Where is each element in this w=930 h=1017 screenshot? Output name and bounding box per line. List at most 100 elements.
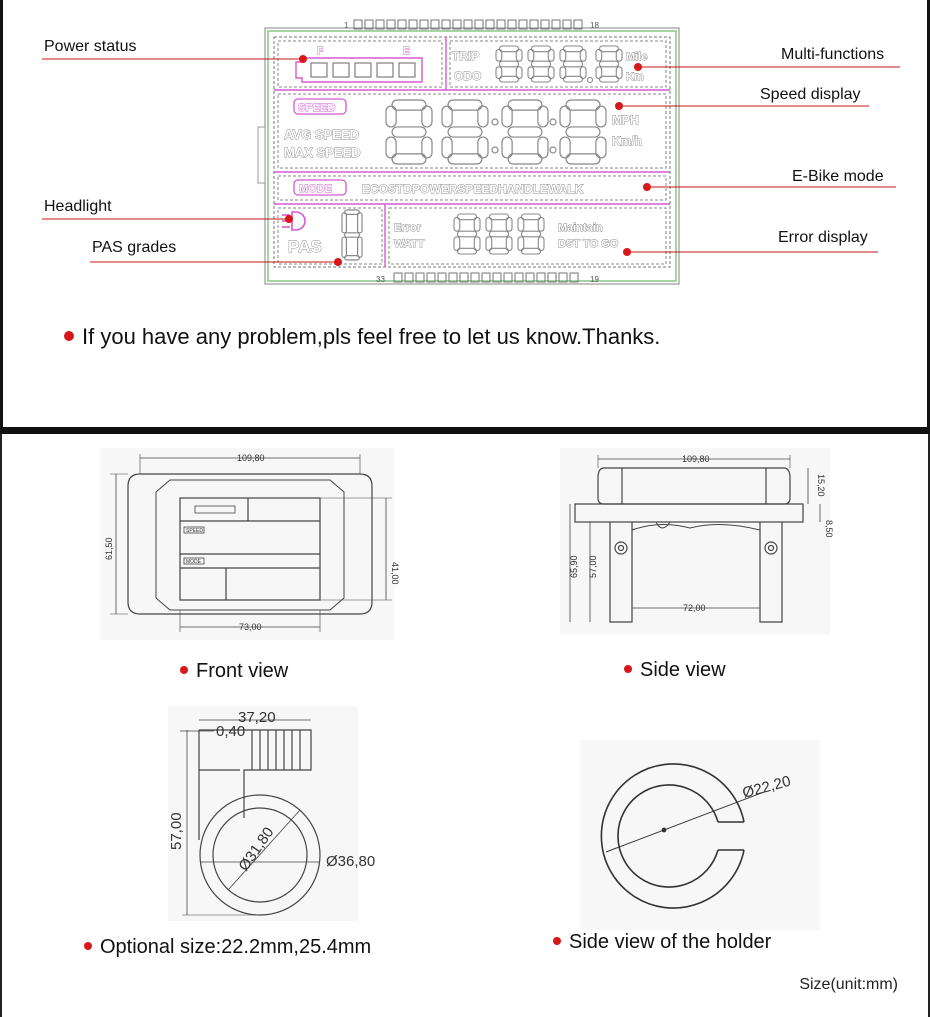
- speed-digit-segment: [565, 99, 601, 111]
- mode-badge-label: MODE: [299, 183, 332, 195]
- callout-multi-functions: Multi-functions: [781, 46, 885, 63]
- multi-digit-segment: [547, 66, 555, 80]
- lcd-dashed-frame: [273, 36, 671, 268]
- caption-side-view-text: Side view: [640, 659, 726, 681]
- callout-dots: [285, 55, 651, 266]
- error-digit-segment: [520, 213, 542, 221]
- front-mode-tag: MODE: [186, 559, 202, 565]
- speed-digit-segment: [559, 105, 571, 128]
- speed-digit-segment: [559, 136, 571, 159]
- watt-label: WATT: [394, 238, 425, 250]
- speed-digit-segment: [391, 153, 427, 165]
- speed-digit-segment: [477, 136, 489, 159]
- multi-digit-segment: [562, 45, 584, 53]
- callout-ebike-mode: E-Bike mode: [792, 168, 884, 185]
- front-view-drawing: [100, 448, 394, 640]
- caption-side-view: Side view: [624, 658, 726, 682]
- pas-digit-segment: [344, 232, 360, 238]
- speed-digit-segment: [507, 126, 543, 138]
- contact-note-text: If you have any problem,pls feel free to…: [82, 324, 661, 349]
- multi-digit-segment: [547, 48, 555, 62]
- speed-badge-label: SPEED: [298, 102, 335, 114]
- speed-digit-segment: [385, 105, 397, 128]
- speed-digit-segment: [501, 105, 513, 128]
- holder-width-dim: 37,20: [238, 709, 276, 726]
- error-digit-segment: [473, 216, 481, 232]
- pas-digit-segment: [357, 236, 363, 258]
- speed-digit-segment: [385, 136, 397, 159]
- speed-digit-segment: [501, 136, 513, 159]
- multi-digit-segment: [595, 66, 603, 80]
- multi-digit-segment: [579, 48, 587, 62]
- speed-digit-segment: [537, 136, 549, 159]
- bullet-icon: [84, 941, 92, 950]
- holder-outer-dia-dim: Ø36,80: [326, 853, 375, 870]
- side-view-drawing: [560, 448, 830, 634]
- caption-optional-size-text: Optional size:22.2mm,25.4mm: [100, 936, 372, 958]
- error-digit-segment: [505, 216, 513, 232]
- caption-holder-side-view: Side view of the holder: [553, 930, 771, 954]
- multi-digit-segment: [559, 48, 567, 62]
- multi-digit-segment: [559, 66, 567, 80]
- multi-digit-segment: [615, 48, 623, 62]
- error-digit-segment: [485, 236, 493, 252]
- multi-digit-segment: [562, 75, 584, 83]
- error-digit-segment: [537, 216, 545, 232]
- error-digit-segment: [488, 247, 510, 255]
- speed-colon-dot: [549, 146, 557, 154]
- error-digits: [453, 213, 545, 255]
- pin-label-19: 19: [590, 275, 599, 284]
- bullet-icon: [64, 331, 74, 342]
- pin-label-18: 18: [590, 21, 599, 30]
- callout-pas-grades: PAS grades: [92, 239, 177, 256]
- lcd-display-diagram: 1 18 33 19 F E TRIP ODO Mile Km SPEED AV…: [42, 19, 900, 285]
- pin-label-1: 1: [344, 21, 349, 30]
- callout-error-display: Error display: [778, 229, 868, 246]
- side-leg-height-dim: 57,00: [588, 555, 598, 578]
- speed-digit-segment: [391, 99, 427, 111]
- speed-colon-dot: [549, 118, 557, 126]
- speed-digit-segment: [565, 153, 601, 165]
- speed-colon-dot: [491, 118, 499, 126]
- speed-digit-segment: [477, 105, 489, 128]
- multi-digit-segment: [498, 60, 520, 68]
- bullet-icon: [624, 664, 632, 673]
- error-digit-segment: [453, 236, 461, 252]
- caption-front-view-text: Front view: [196, 660, 289, 682]
- mph-label: MPH: [612, 113, 639, 127]
- error-digit-segment: [456, 230, 478, 238]
- error-digit-segment: [456, 213, 478, 221]
- error-label: Error: [394, 222, 422, 234]
- callout-speed-display: Speed display: [760, 86, 861, 103]
- error-digit-segment: [505, 236, 513, 252]
- pas-label: PAS: [288, 237, 322, 256]
- side-top-dim: 15,20: [816, 474, 826, 497]
- front-speed-tag: SPEED: [186, 528, 203, 534]
- mode-options-label: ECOSTDPOWERSPEEDHANDLEWALK: [362, 182, 584, 196]
- error-digit-segment: [488, 213, 510, 221]
- section-divider: [0, 427, 930, 434]
- error-digit-segment: [453, 216, 461, 232]
- multi-digit-segment: [595, 48, 603, 62]
- multi-decimal-point: [586, 76, 594, 84]
- front-height-dim: 61,50: [104, 537, 114, 560]
- multi-digit-segment: [579, 66, 587, 80]
- km-label: Km: [626, 71, 644, 83]
- multi-digit-segment: [495, 66, 503, 80]
- multi-digit-segment: [598, 75, 620, 83]
- speed-digit-segment: [595, 136, 607, 159]
- error-digit-segment: [485, 216, 493, 232]
- bullet-icon: [553, 936, 561, 945]
- speed-digit-segment: [447, 153, 483, 165]
- contact-note: If you have any problem,pls feel free to…: [64, 324, 660, 350]
- error-digit-segment: [473, 236, 481, 252]
- trip-label: TRIP: [452, 49, 479, 63]
- max-speed-label: MAX SPEED: [284, 145, 361, 160]
- speed-badge: [293, 98, 347, 115]
- dst-to-go-label: DST TO GO: [558, 238, 619, 250]
- multi-digit-segment: [527, 66, 535, 80]
- bottom-pin-row: [393, 272, 579, 283]
- error-digit-segment: [456, 247, 478, 255]
- speed-digit-segment: [447, 126, 483, 138]
- multi-digit-segment: [498, 75, 520, 83]
